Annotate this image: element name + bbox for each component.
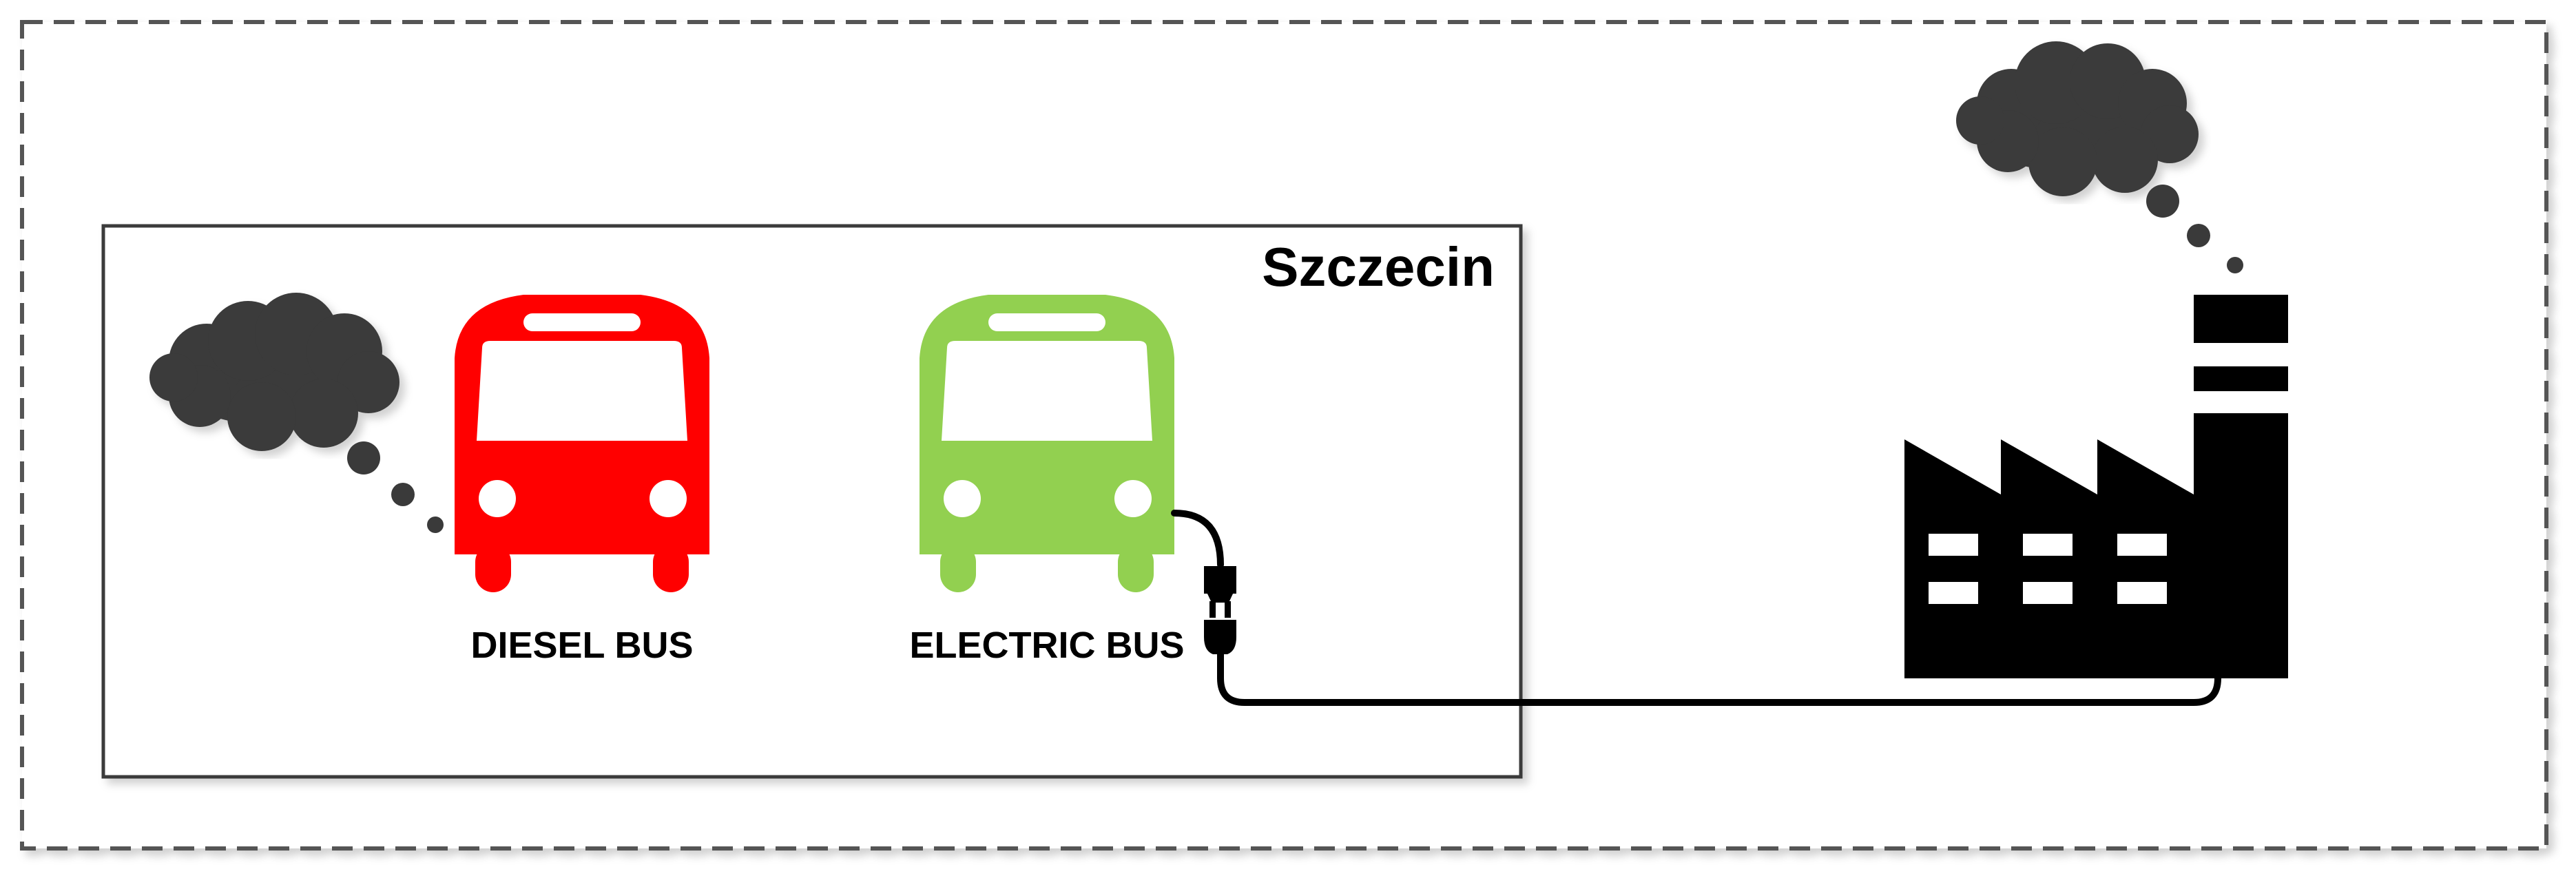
factory-smoke-bubbles bbox=[2146, 185, 2243, 273]
grid-cable bbox=[1217, 649, 2221, 706]
factory-smoke-cloud-icon bbox=[1956, 41, 2199, 196]
factory-icon bbox=[1904, 295, 2288, 678]
region-label: Szczecin bbox=[1262, 236, 1495, 298]
plug-icon bbox=[1204, 566, 1236, 654]
electric-bus-label: ELECTRIC BUS bbox=[909, 625, 1184, 666]
diesel-bus-label: DIESEL BUS bbox=[470, 625, 693, 666]
diesel-smoke-cloud-icon bbox=[149, 293, 399, 451]
bus-charging-cable bbox=[1171, 510, 1224, 568]
diesel-smoke-bubbles bbox=[347, 441, 444, 533]
electric-bus-icon bbox=[920, 295, 1174, 592]
diesel-bus-icon bbox=[455, 295, 709, 592]
